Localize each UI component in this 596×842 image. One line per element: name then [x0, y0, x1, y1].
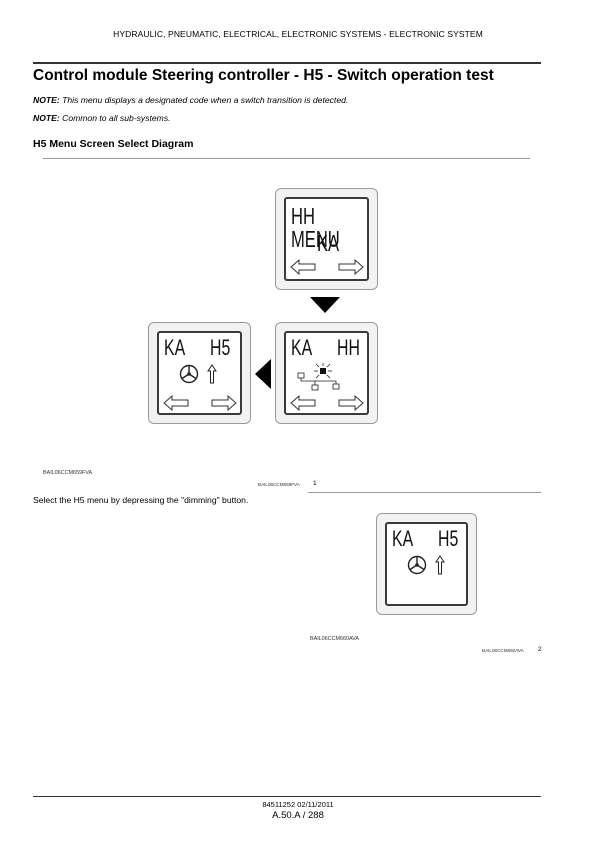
footer-code: 84511252 02/11/2011 — [262, 800, 334, 809]
triangle-left-icon — [255, 359, 271, 389]
display-screen: KA H5 — [385, 522, 468, 606]
running-header: HYDRAULIC, PNEUMATIC, ELECTRICAL, ELECTR… — [113, 29, 483, 39]
arrow-right-icon — [338, 259, 364, 275]
figure-1-rule — [308, 492, 541, 493]
section-title: H5 Menu Screen Select Diagram — [33, 138, 194, 150]
arrow-up-icon — [435, 555, 445, 575]
screen-line-2: KA — [317, 230, 340, 256]
figure-2-caption-ref: BAIL06CCM660AVA — [482, 648, 524, 653]
ka-h5-screen-panel: KA H5 — [148, 322, 251, 424]
display-screen: KA H5 — [157, 331, 242, 415]
note-text: This menu displays a designated code whe… — [59, 95, 349, 105]
title-rule — [33, 62, 541, 64]
display-screen: KA HH — [284, 331, 369, 415]
note-label: NOTE: — [33, 95, 60, 105]
screen-label-right: H5 — [210, 335, 231, 360]
ka-hh-screen-panel: KA HH — [275, 322, 378, 424]
arrow-right-icon — [211, 395, 237, 411]
footer-page-number: A.50.A / 288 — [272, 810, 324, 821]
arrow-up-icon — [207, 364, 217, 384]
steering-wheel-icon — [407, 555, 427, 575]
note-text: Common to all sub-systems. — [59, 113, 171, 123]
screen-label-left: KA — [164, 335, 186, 360]
figure-1-caption-ref: BAIL06CCM659FVA — [258, 482, 300, 487]
screen-label-right: H5 — [438, 526, 459, 551]
screen-line-1: HH MENU — [291, 203, 340, 252]
figure-2-caption: BAIL06CCM660AVA — [310, 636, 359, 642]
ka-h5-screen-panel: KA H5 — [376, 513, 477, 615]
screen-label-right: HH — [337, 335, 360, 360]
arrow-left-icon — [290, 259, 316, 275]
footer-rule — [33, 796, 541, 797]
figure-1-number: 1 — [313, 480, 317, 487]
note-label: NOTE: — [33, 113, 60, 123]
instruction-text: Select the H5 menu by depressing the "di… — [33, 495, 249, 505]
menu-screen-panel: HH MENU KA — [275, 188, 378, 290]
section-rule — [43, 158, 530, 159]
display-screen: HH MENU KA — [284, 197, 369, 281]
steering-wheel-icon — [179, 364, 199, 384]
arrow-left-icon — [163, 395, 189, 411]
note-1: NOTE: This menu displays a designated co… — [33, 95, 348, 105]
figure-2-number: 2 — [538, 646, 542, 653]
triangle-down-icon — [310, 297, 340, 313]
figure-1-caption: BAIL06CCM659FVA — [43, 470, 93, 476]
page-title: Control module Steering controller - H5 … — [33, 67, 494, 84]
screen-label-left: KA — [291, 335, 313, 360]
arrow-left-icon — [290, 395, 316, 411]
network-icon — [297, 363, 340, 391]
screen-label-left: KA — [392, 526, 414, 551]
note-2: NOTE: Common to all sub-systems. — [33, 113, 171, 123]
arrow-right-icon — [338, 395, 364, 411]
